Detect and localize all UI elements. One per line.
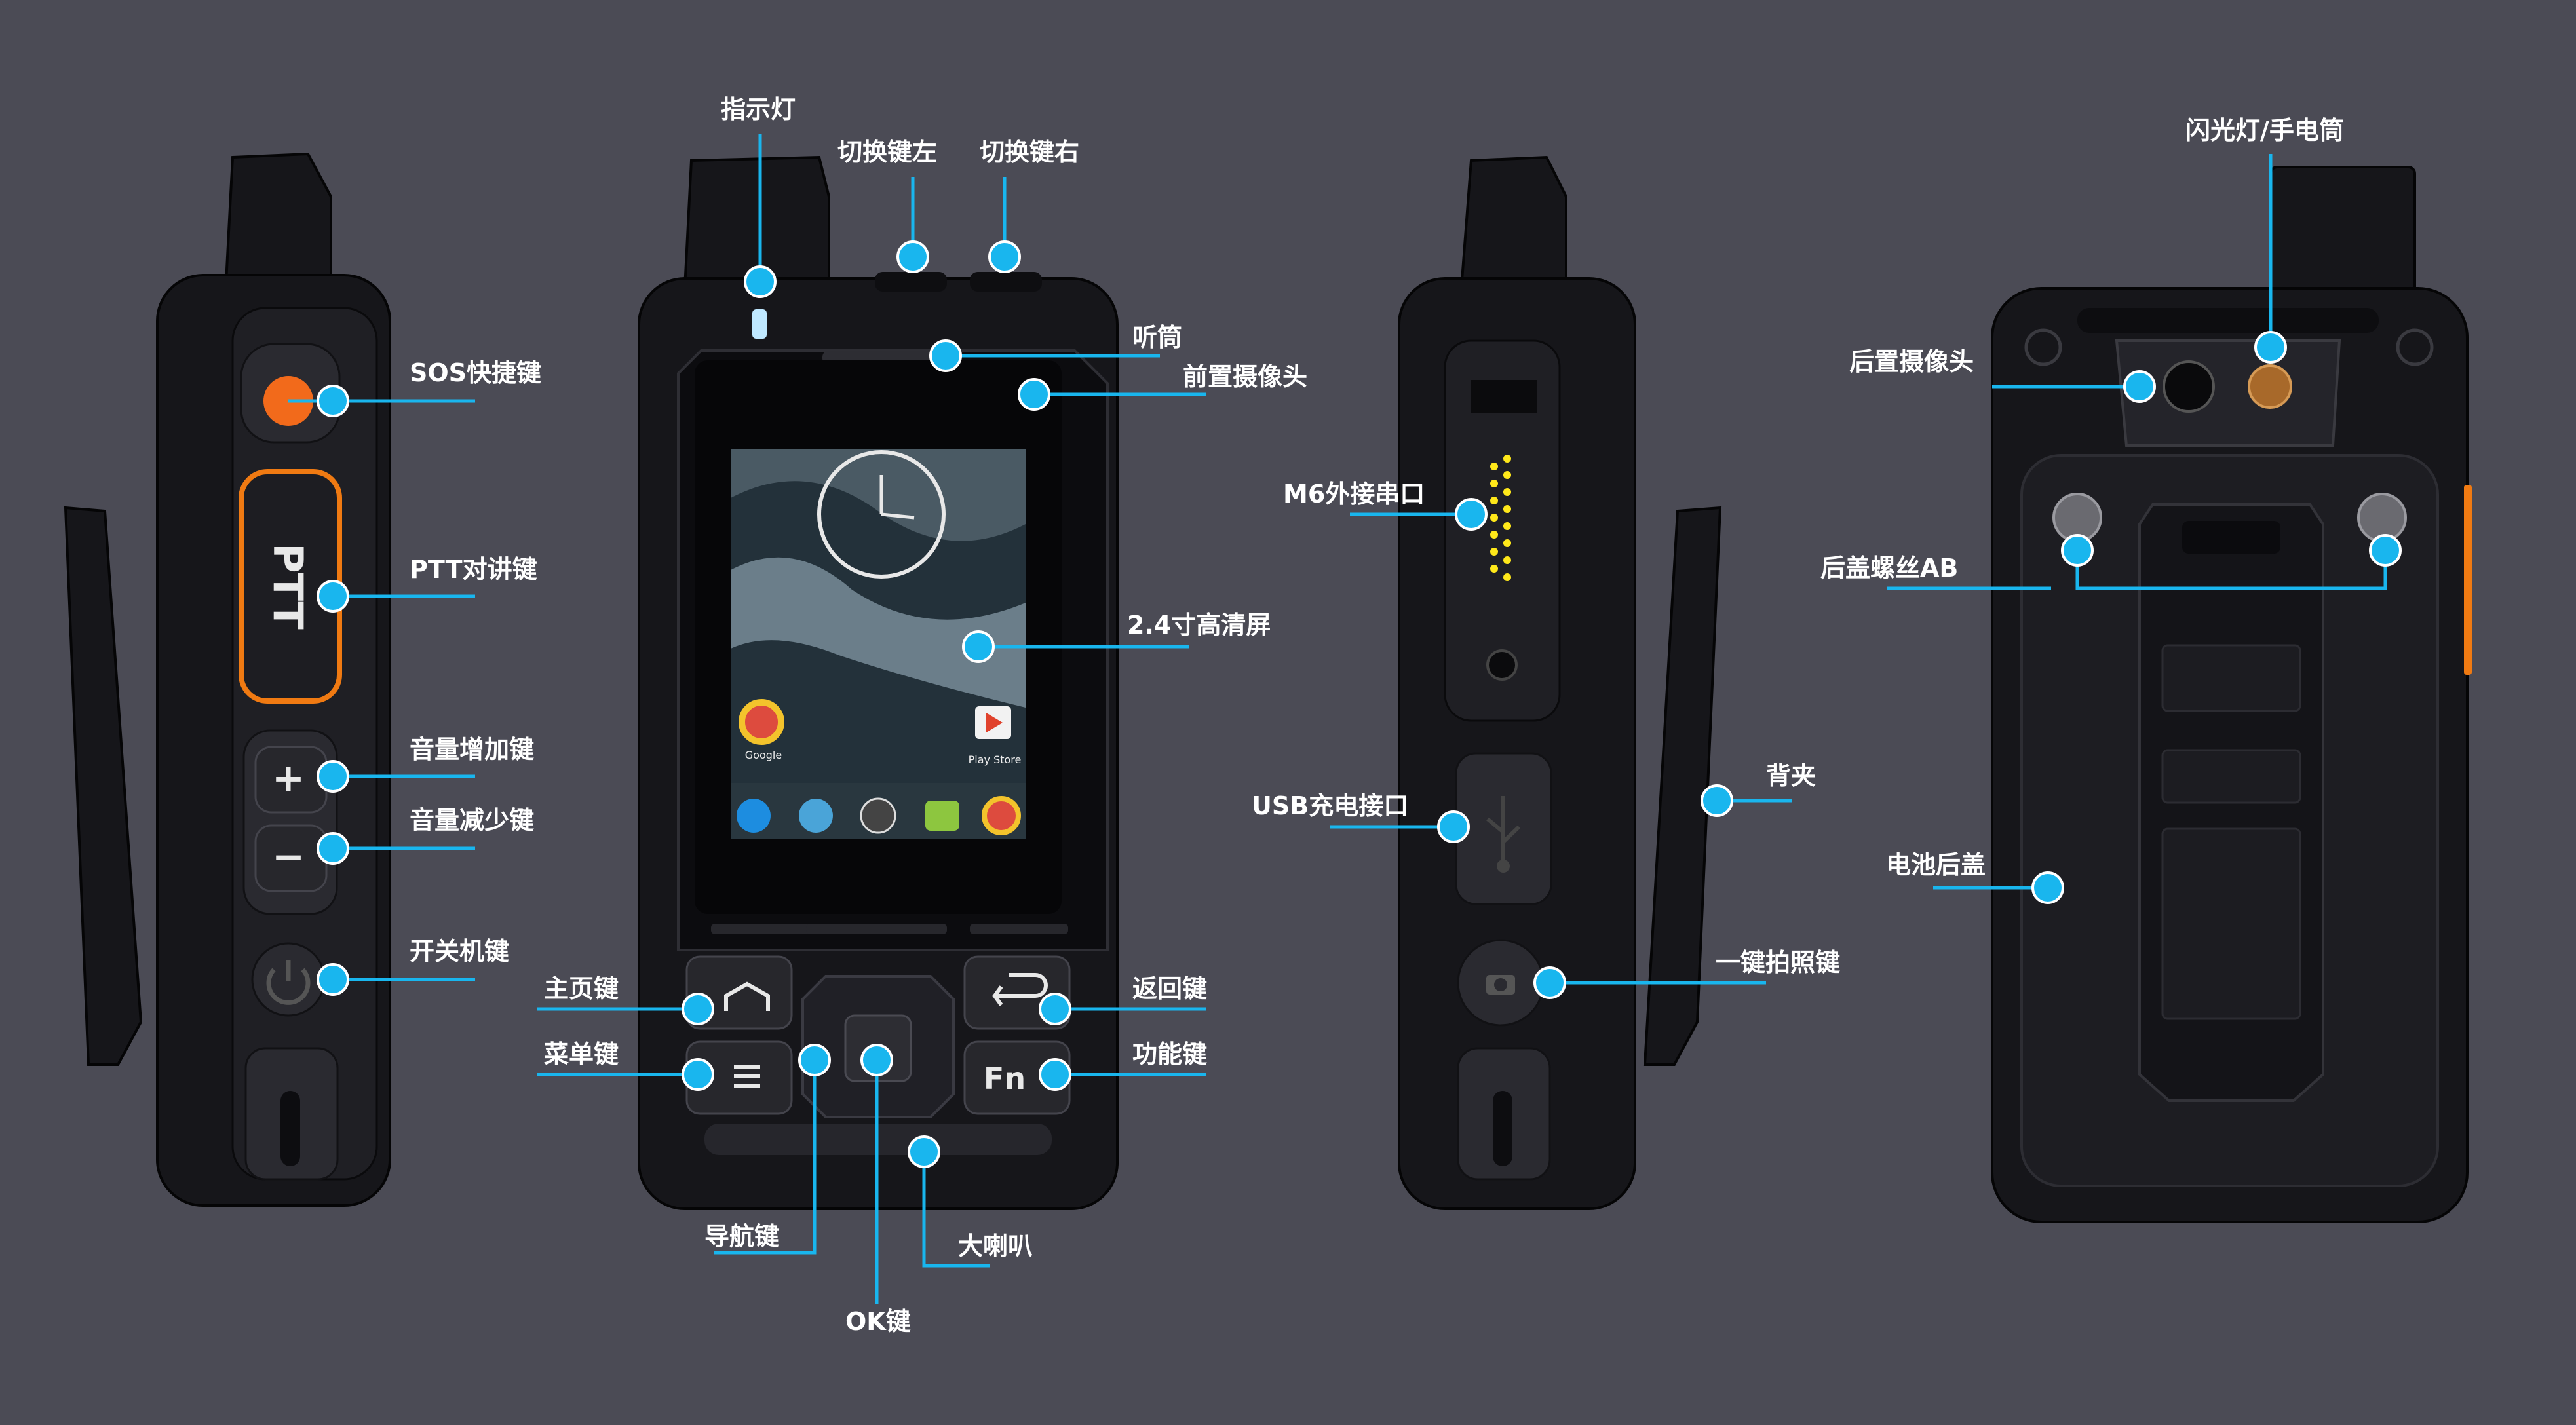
dot-sos <box>317 385 349 417</box>
dot-speaker <box>908 1135 940 1168</box>
belt-clip-left <box>64 506 143 1066</box>
dot-vol-down <box>317 832 349 865</box>
dot-front-camera <box>1018 378 1050 411</box>
dot-m6-port <box>1455 498 1488 531</box>
label-rear-camera: 后置摄像头 <box>1849 347 1974 376</box>
minus-glyph: − <box>272 834 305 880</box>
m6-port-cover <box>1444 339 1561 722</box>
usb-icon <box>1486 796 1521 873</box>
camera-icon <box>1486 975 1515 995</box>
dot-earpiece <box>929 339 962 372</box>
label-nav-key: 导航键 <box>704 1222 779 1251</box>
label-m6-port: M6外接串口 <box>1283 480 1425 508</box>
label-ok-key: OK键 <box>845 1307 911 1336</box>
antenna-left <box>224 152 332 283</box>
label-speaker: 大喇叭 <box>958 1232 1033 1261</box>
label-vol-down: 音量减少键 <box>410 806 534 835</box>
power-icon <box>266 960 311 1005</box>
audio-jack <box>1486 649 1518 681</box>
back-icon <box>992 973 1048 1006</box>
dot-screw-a <box>2061 534 2094 567</box>
dot-battery-cover <box>2031 871 2064 904</box>
label-fn-key: 功能键 <box>1132 1040 1207 1069</box>
dot-rear-camera <box>2123 370 2156 403</box>
screw-b <box>2357 493 2407 542</box>
chrome-app-icon[interactable] <box>982 796 1021 835</box>
dot-screen <box>962 630 995 663</box>
label-ptt: PTT对讲键 <box>410 555 537 584</box>
contacts-app-icon[interactable] <box>799 799 833 833</box>
dot-nav-key <box>798 1044 831 1076</box>
label-flash: 闪光灯/手电筒 <box>2185 116 2344 145</box>
dot-belt-clip <box>1701 784 1733 817</box>
leaders <box>288 134 2387 1304</box>
dot-menu-key <box>682 1058 714 1091</box>
dot-power <box>317 963 349 996</box>
label-switch-right: 切换键右 <box>980 138 1079 166</box>
front-view: Google Play Store Fn <box>638 155 1119 1210</box>
plus-glyph: + <box>272 755 305 801</box>
dot-usb-port <box>1437 810 1470 843</box>
label-sos: SOS快捷键 <box>410 358 541 387</box>
left-side-view: PTT + − <box>64 152 391 1207</box>
google-app-label: Google <box>745 749 782 761</box>
indicator-light <box>752 309 767 339</box>
dot-camera-key <box>1533 966 1566 999</box>
dot-fn-key <box>1039 1058 1071 1091</box>
flash-led <box>2248 364 2292 409</box>
antenna-back <box>2269 166 2416 299</box>
dot-switch-right <box>988 240 1021 273</box>
label-camera-key: 一键拍照键 <box>1716 948 1840 977</box>
label-battery-cover: 电池后盖 <box>1886 850 1986 879</box>
belt-clip-right <box>1643 506 1722 1066</box>
dot-ptt <box>317 580 349 613</box>
callout-labels: SOS快捷键 PTT对讲键 音量增加键 音量减少键 开关机键 指示灯 切换键左 … <box>410 95 2344 1336</box>
apps-drawer-icon[interactable] <box>860 797 896 834</box>
dot-flash <box>2254 331 2287 364</box>
callout-dots <box>317 240 2402 1168</box>
dot-vol-up <box>317 760 349 793</box>
label-switch-left: 切换键左 <box>837 138 937 166</box>
label-vol-up: 音量增加键 <box>410 735 534 764</box>
ptt-label: PTT <box>264 543 312 629</box>
play-store-app-label: Play Store <box>969 753 1022 766</box>
back-view <box>1991 166 2472 1223</box>
label-indicator: 指示灯 <box>721 95 796 124</box>
label-screws: 后盖螺丝AB <box>1820 554 1958 582</box>
label-earpiece: 听筒 <box>1132 323 1182 352</box>
home-icon <box>724 981 770 1011</box>
dot-switch-left <box>896 240 929 273</box>
dot-ok-key <box>860 1044 893 1076</box>
label-usb-port: USB充电接口 <box>1252 791 1408 820</box>
label-menu-key: 菜单键 <box>544 1040 619 1069</box>
dot-back-key <box>1039 993 1071 1025</box>
label-back-key: 返回键 <box>1132 974 1207 1003</box>
antenna-front <box>683 155 830 290</box>
right-side-view <box>1398 155 1722 1210</box>
clock-widget <box>817 450 946 579</box>
m6-connector-pins <box>1490 455 1511 581</box>
label-screen: 2.4寸高清屏 <box>1127 611 1271 639</box>
rear-camera-lens <box>2163 360 2215 413</box>
dot-screw-b <box>2369 534 2402 567</box>
dot-home-key <box>682 993 714 1025</box>
label-front-camera: 前置摄像头 <box>1183 362 1307 391</box>
dot-indicator <box>744 265 777 298</box>
antenna-right <box>1459 155 1567 290</box>
label-power: 开关机键 <box>410 937 509 966</box>
menu-icon <box>734 1065 760 1088</box>
google-app-icon[interactable] <box>739 699 784 745</box>
label-belt-clip: 背夹 <box>1766 761 1816 790</box>
phone-app-icon[interactable] <box>737 799 771 833</box>
messages-app-icon[interactable] <box>925 801 959 831</box>
fn-label: Fn <box>984 1061 1026 1096</box>
label-home-key: 主页键 <box>544 974 619 1003</box>
